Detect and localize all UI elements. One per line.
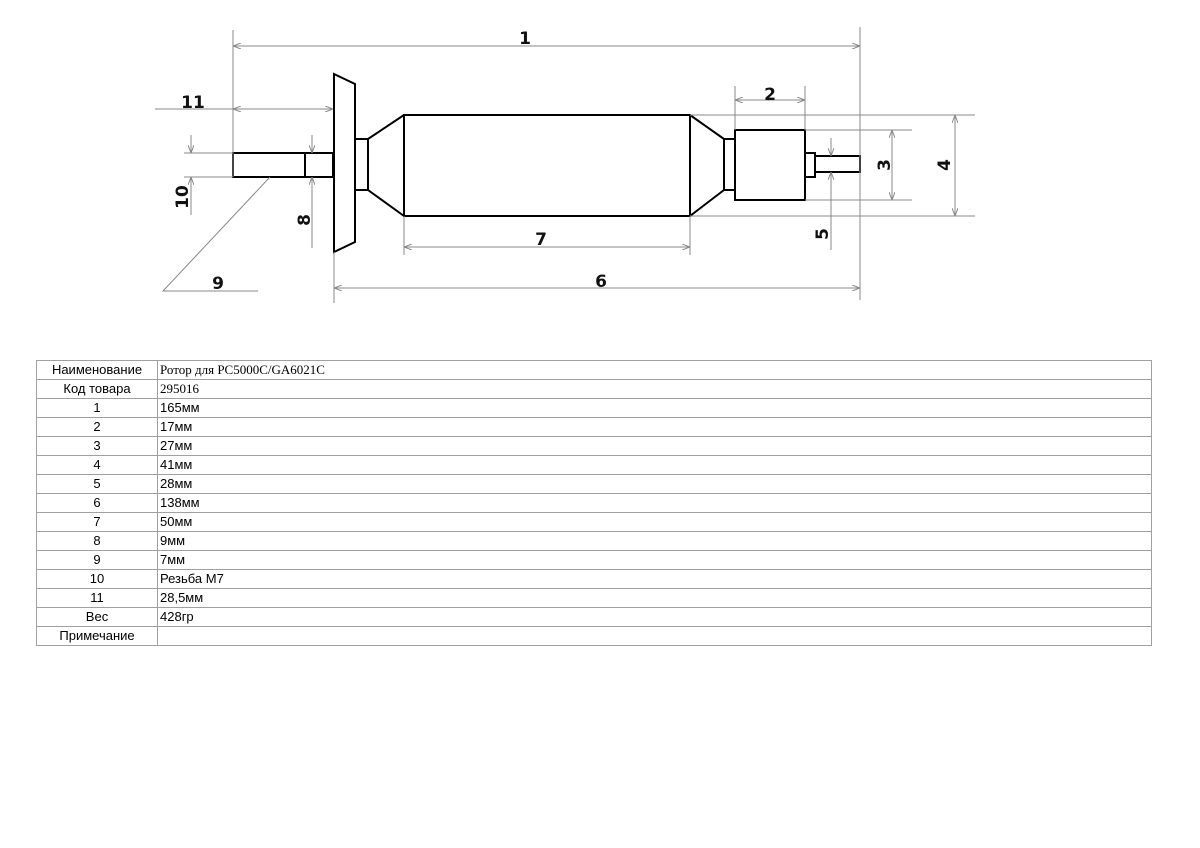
row-value [157,626,1152,646]
row-key: 11 [36,588,158,608]
row-value: 165мм [157,398,1152,418]
row-key: 2 [36,417,158,437]
row-key: 6 [36,493,158,513]
row-value: 50мм [157,512,1152,532]
row-key: Наименование [36,360,158,380]
label-4: 4 [935,159,955,171]
row-key: 5 [36,474,158,494]
rotor-drawing: 1 2 3 4 5 6 7 8 9 10 11 [155,27,975,303]
label-1: 1 [519,29,531,49]
label-5: 5 [813,228,833,240]
label-7: 7 [535,230,547,250]
row-key: 9 [36,550,158,570]
row-value: Ротор для PC5000C/GA6021C [157,360,1152,380]
row-value: Резьба М7 [157,569,1152,589]
row-key: Примечание [36,626,158,646]
row-key: Вес [36,607,158,627]
row-key: 4 [36,455,158,475]
label-10: 10 [173,185,193,209]
row-value: 17мм [157,417,1152,437]
rotor-outline [232,72,861,254]
dimension-labels: 1 2 3 4 5 6 7 8 9 10 11 [173,29,955,294]
row-value: 28мм [157,474,1152,494]
dimension-lines [155,27,975,303]
row-value: 28,5мм [157,588,1152,608]
row-value: 7мм [157,550,1152,570]
label-11: 11 [181,93,205,113]
row-key: 10 [36,569,158,589]
label-6: 6 [595,272,607,292]
row-value: 41мм [157,455,1152,475]
label-8: 8 [295,214,315,226]
row-key: 1 [36,398,158,418]
label-2: 2 [764,85,776,105]
label-9: 9 [212,274,224,294]
label-3: 3 [875,159,895,171]
row-value: 9мм [157,531,1152,551]
row-key: Код товара [36,379,158,399]
row-key: 8 [36,531,158,551]
row-key: 7 [36,512,158,532]
row-value: 428гр [157,607,1152,627]
table-row: Примечание [36,626,1152,646]
row-key: 3 [36,436,158,456]
row-value: 295016 [157,379,1152,399]
row-value: 27мм [157,436,1152,456]
row-value: 138мм [157,493,1152,513]
